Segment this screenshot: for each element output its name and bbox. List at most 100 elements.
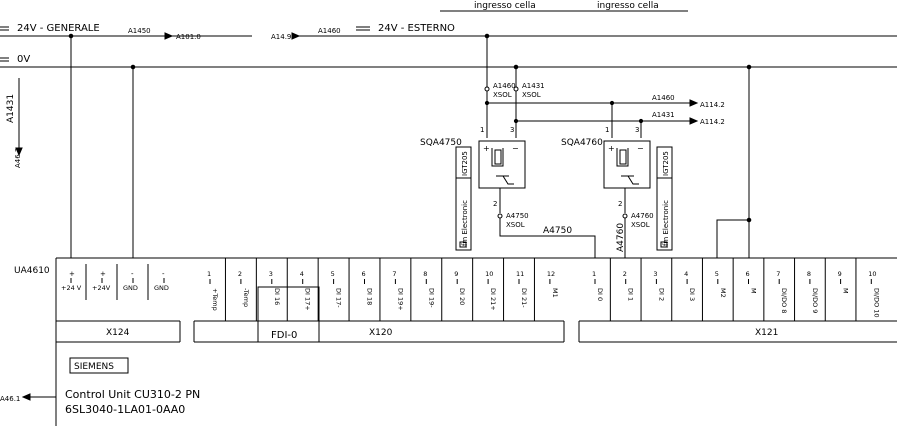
x120-pin-signal: DI 21- xyxy=(520,288,528,308)
x120-pin-signal: DI 21+ xyxy=(489,288,497,311)
arrow-a101 xyxy=(164,32,174,40)
svg-text:−: − xyxy=(637,144,644,153)
svg-text:+: + xyxy=(483,144,490,153)
x121-pin-number: 3 xyxy=(653,270,657,278)
ref-a101: A101.0 xyxy=(176,33,201,41)
x120-pin-signal: DI 18 xyxy=(366,288,374,305)
rail-0v-label: 0V xyxy=(17,54,30,65)
svg-text:+: + xyxy=(608,144,615,153)
ref-a461: A46.1 xyxy=(0,395,20,403)
x121-pin-number: 6 xyxy=(746,270,750,278)
terminal-a4750 xyxy=(497,213,503,219)
x121-pin-signal: DI/DO 9 xyxy=(811,288,819,313)
ref-a149: A14.9 xyxy=(271,33,291,41)
terminal-a1460 xyxy=(484,86,490,92)
sensor-sqa4750-tag xyxy=(455,146,472,251)
x120-pin-number: 4 xyxy=(300,270,304,278)
svg-text:ifm Electronic: ifm Electronic xyxy=(461,200,469,248)
x120-pin-number: 2 xyxy=(238,270,242,278)
x121-pin-signal: M xyxy=(842,288,850,294)
x121-pin-number: 7 xyxy=(776,270,780,278)
header-ingresso-1: ingresso cella xyxy=(474,1,536,11)
x121-pin-signal: M2 xyxy=(719,288,727,298)
svg-text:ifm Electronic: ifm Electronic xyxy=(662,200,670,248)
x121-pin-number: 4 xyxy=(684,270,688,278)
x124-label: X124 xyxy=(106,328,130,338)
x120-pin-number: 12 xyxy=(547,270,555,278)
x121-pin-signal: DI/DO 8 xyxy=(780,288,788,313)
x120-pin-signal: DI 19- xyxy=(427,288,435,308)
svg-text:A1431: A1431 xyxy=(522,82,545,90)
x121-pin-number: 9 xyxy=(838,270,842,278)
x121-pin-number: 5 xyxy=(715,270,719,278)
x124-pin-number: - xyxy=(131,270,134,278)
x124-pin-number: - xyxy=(162,270,165,278)
x120-pin-number: 10 xyxy=(485,270,493,278)
x120-pin-number: 9 xyxy=(454,270,458,278)
svg-text:XSOL: XSOL xyxy=(493,91,512,99)
svg-text:XSOL: XSOL xyxy=(506,221,525,229)
sensor-sqa4750-label: SQA4750 xyxy=(420,138,462,148)
x120-pin-signal: -Temp xyxy=(242,288,250,307)
rail-24v-generale-label: 24V - GENERALE xyxy=(17,23,100,34)
x121-pin-number: 8 xyxy=(807,270,811,278)
x120-pin-signal: DI 20 xyxy=(458,288,466,305)
fdi-label: FDI-0 xyxy=(271,330,297,341)
x120-pin-number: 8 xyxy=(423,270,427,278)
x124-pin-signal: GND xyxy=(123,284,138,292)
arrow-a149 xyxy=(291,32,301,40)
wire-a4750 xyxy=(499,218,596,258)
svg-text:A114.2: A114.2 xyxy=(700,101,725,109)
svg-text:IGT205: IGT205 xyxy=(662,151,670,176)
ref-a463: A46.3 xyxy=(14,148,22,168)
x124-pin-signal: +24 V xyxy=(61,284,82,292)
fdi-box xyxy=(257,286,320,343)
x120-pin-number: 7 xyxy=(392,270,396,278)
x121-pin-number: 10 xyxy=(868,270,876,278)
sensor-sqa4760-icon xyxy=(619,149,627,165)
x120-pin-number: 1 xyxy=(207,270,211,278)
x121-pin-signal: DI 2 xyxy=(657,288,665,301)
x121-pin-signal: DI 3 xyxy=(688,288,696,301)
x120-label: X120 xyxy=(369,328,393,338)
ref-a1431-left: A1431 xyxy=(6,94,16,123)
x120-pin-signal: DI 19+ xyxy=(396,288,404,311)
svg-text:A114.2: A114.2 xyxy=(700,118,725,126)
unit-title: Control Unit CU310-2 PN xyxy=(65,388,200,401)
x121-pin-number: 2 xyxy=(623,270,627,278)
x121-label: X121 xyxy=(755,328,778,338)
unit-tag: UA4610 xyxy=(14,266,50,276)
svg-text:A1460: A1460 xyxy=(652,94,675,102)
ref-a1460: A1460 xyxy=(318,27,341,35)
svg-text:3: 3 xyxy=(635,126,639,134)
x120-pin-signal: +Temp xyxy=(211,288,219,311)
x121-pin-signal: DI 1 xyxy=(627,288,635,301)
x120-pin-signal: DI 17+ xyxy=(304,288,312,311)
svg-text:XSOL: XSOL xyxy=(631,221,650,229)
x121-pin-number: 1 xyxy=(592,270,596,278)
svg-text:A4760: A4760 xyxy=(631,212,654,220)
sensor-sqa4760-label: SQA4760 xyxy=(561,138,603,148)
x120-pin-number: 3 xyxy=(269,270,273,278)
x120-pin-signal: M1 xyxy=(551,288,559,298)
svg-text:A1431: A1431 xyxy=(652,111,675,119)
sensor-sqa4750 xyxy=(478,140,526,189)
svg-text:2: 2 xyxy=(493,200,497,208)
x124-pin-signal: GND xyxy=(154,284,169,292)
x121-pin-signal: M xyxy=(750,288,758,294)
header-ingresso-2: ingresso cella xyxy=(597,1,659,11)
x121-pin-signal: DI/DO 10 xyxy=(872,288,880,318)
x124-pin-number: + xyxy=(100,270,106,278)
bridge-m2 xyxy=(716,219,749,258)
siemens-logo xyxy=(69,357,129,374)
terminal-a4760 xyxy=(622,213,628,219)
rail-24v-esterno-label: 24V - ESTERNO xyxy=(378,23,455,34)
ref-a1450: A1450 xyxy=(128,27,151,35)
x120-pin-number: 5 xyxy=(331,270,335,278)
svg-text:1: 1 xyxy=(480,126,484,134)
x120-pin-number: 11 xyxy=(516,270,524,278)
x120-pin-number: 6 xyxy=(362,270,366,278)
svg-text:IGT205: IGT205 xyxy=(461,151,469,176)
svg-text:A4750: A4750 xyxy=(543,226,572,236)
